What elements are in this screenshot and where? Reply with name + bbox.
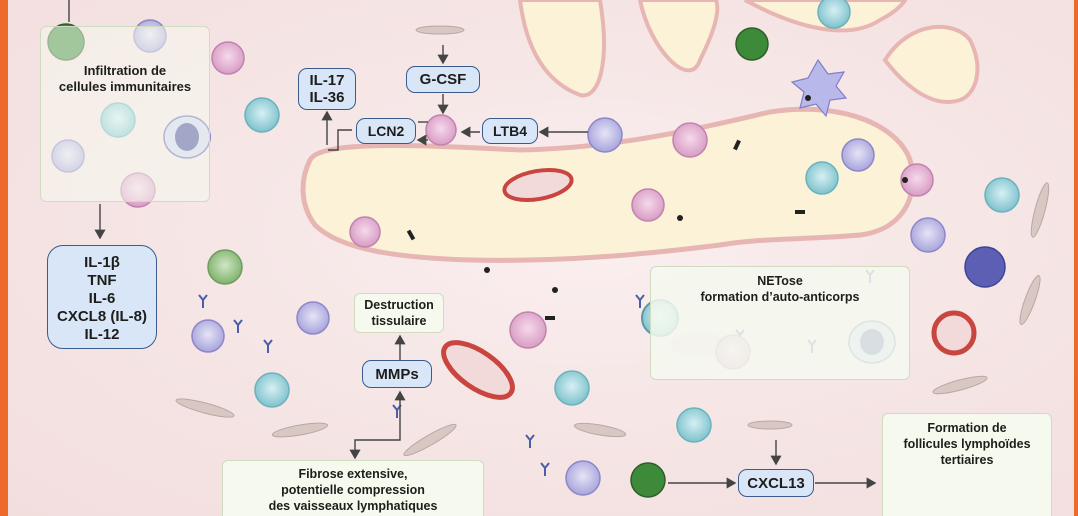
- gcsf-pill: G-CSF: [406, 66, 480, 93]
- central-blood-vessel: [300, 106, 916, 263]
- fibroblast: [415, 25, 465, 35]
- cytokine-stack: IL-1β TNF IL-6 CXCL8 (IL-8) IL-12: [47, 245, 157, 349]
- monocyte: [984, 177, 1020, 213]
- vessel-top-4: [882, 25, 980, 104]
- cytokine-il12: IL-12: [84, 326, 120, 343]
- red-blood-cell: [931, 310, 977, 356]
- lymphocyte-green: [735, 27, 769, 61]
- netose-title: NETose formation d’auto-anticorps: [700, 274, 860, 304]
- ltb4-pill: LTB4: [482, 118, 538, 144]
- destruction-title: Destruction tissulaire: [364, 298, 434, 328]
- monocyte: [676, 407, 712, 443]
- fibroblast: [271, 422, 329, 438]
- debris: [733, 139, 741, 151]
- antibody: [540, 462, 550, 476]
- cxcl13-pill: CXCL13: [738, 469, 814, 497]
- monocyte: [244, 97, 280, 133]
- infiltration-title: Infiltration de cellules immunitaires: [58, 63, 192, 94]
- antibody: [198, 294, 208, 308]
- lymphocyte-green: [207, 249, 243, 285]
- debris: [484, 267, 490, 273]
- fibroblast: [1019, 275, 1041, 325]
- cytokine-tnf: TNF: [87, 272, 117, 289]
- fibrosis-title: Fibrose extensive, potentielle compressi…: [268, 467, 438, 513]
- lymphocyte: [910, 217, 946, 253]
- neutrophil: [211, 41, 245, 75]
- mmps-pill: MMPs: [362, 360, 432, 388]
- debris: [545, 316, 555, 320]
- fibroblast: [1030, 182, 1050, 238]
- follicles-title: Formation de follicules lymphoïdes terti…: [903, 421, 1031, 467]
- debris: [902, 177, 908, 183]
- antibody: [635, 294, 645, 308]
- dendritic-cell: [790, 58, 848, 118]
- lymphocyte: [587, 117, 623, 153]
- debris: [677, 215, 683, 221]
- il17-il36-pill: IL-17 IL-36: [298, 68, 356, 110]
- lymphocyte: [296, 301, 330, 335]
- right-orange-border: [1074, 0, 1078, 516]
- connector-lcn2: [328, 129, 352, 151]
- left-orange-border: [0, 0, 8, 516]
- red-blood-cell: [441, 340, 515, 400]
- cytokine-il6: IL-6: [88, 290, 116, 307]
- debris: [805, 95, 811, 101]
- infiltration-box: Infiltration de cellules immunitaires: [40, 26, 210, 202]
- destruction-box: Destruction tissulaire: [354, 293, 444, 333]
- red-blood-cell: [502, 168, 574, 202]
- lymphocyte: [841, 138, 875, 172]
- monocyte: [805, 161, 839, 195]
- neutrophil: [509, 311, 547, 349]
- monocyte: [554, 370, 590, 406]
- neutrophil: [349, 216, 381, 248]
- fibrosis-box: Fibrose extensive, potentielle compressi…: [222, 460, 484, 516]
- debris: [406, 229, 416, 241]
- fibroblast: [573, 422, 627, 438]
- fibroblast: [932, 375, 988, 395]
- basophil: [964, 246, 1006, 288]
- lymphocyte: [565, 460, 601, 496]
- vessel-top-1: [517, 0, 606, 98]
- debris: [552, 287, 558, 293]
- follicles-box: Formation de follicules lymphoïdes terti…: [882, 413, 1052, 516]
- fibroblast: [175, 398, 235, 418]
- cytokine-il1b: IL-1β: [84, 254, 120, 271]
- lymphocyte-green: [630, 462, 666, 498]
- antibody: [525, 434, 535, 448]
- netose-box: NETose formation d’auto-anticorps: [650, 266, 910, 380]
- monocyte: [254, 372, 290, 408]
- vessel-top-2: [637, 0, 720, 73]
- antibody: [233, 319, 243, 333]
- monocyte: [817, 0, 851, 29]
- neutrophil-activated: [425, 114, 457, 146]
- fibroblast: [403, 423, 457, 457]
- lymphocyte: [191, 319, 225, 353]
- fibroblast: [747, 420, 793, 430]
- neutrophil: [900, 163, 934, 197]
- lcn2-pill: LCN2: [356, 118, 416, 144]
- neutrophil: [672, 122, 708, 158]
- debris: [795, 210, 805, 214]
- arrow-to-fibrosis: [349, 412, 401, 460]
- cytokine-cxcl8: CXCL8 (IL-8): [57, 308, 147, 325]
- neutrophil: [631, 188, 665, 222]
- antibody: [263, 339, 273, 353]
